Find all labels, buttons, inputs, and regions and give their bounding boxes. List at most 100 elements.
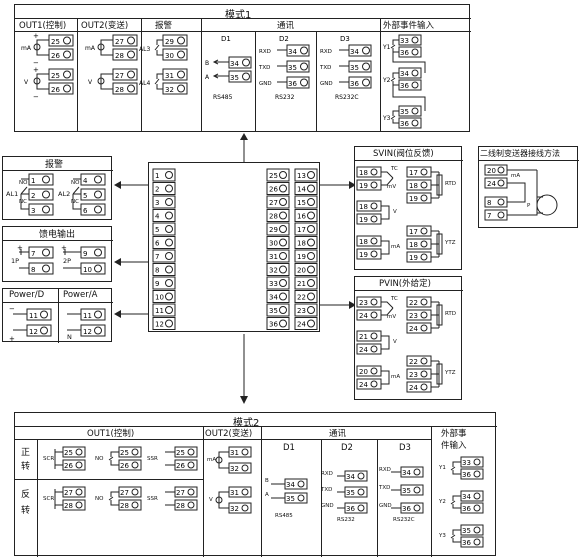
mode2-d3-txd-label: TXD (379, 485, 391, 491)
terminal-34: 34 (266, 290, 290, 303)
alarm-no-label-1: NO (19, 180, 28, 186)
mode2-y2-label: Y2 (439, 499, 446, 505)
terminal-9: 9 (152, 276, 176, 290)
mode1-d2-txd-label: TXD (258, 65, 270, 71)
svg-text:34: 34 (402, 469, 411, 477)
pvin-ytz-label: YTZ (445, 370, 456, 376)
svg-text:18: 18 (297, 240, 306, 248)
mode2-rs232c-label: RS232C (393, 517, 415, 523)
mode2-scr-label-1: SCR (43, 456, 55, 462)
mode1-y2-label: Y2 (382, 77, 391, 84)
svg-text:34: 34 (286, 481, 295, 489)
svg-text:33: 33 (269, 280, 278, 288)
mode2-d3-rxd-label: RXD (379, 467, 391, 473)
mode2-wiring: 25 26 25 26 25 26 27 28 27 28 27 28 31 3… (54, 446, 484, 548)
svg-text:30: 30 (165, 52, 174, 60)
terminal-25: 25 (266, 168, 290, 182)
two-wire-box: 二线制变送器接线方法 20 24 8 7 mA P (478, 146, 579, 228)
svg-text:28: 28 (115, 86, 124, 94)
mode2-no-label-2: NO (95, 496, 104, 502)
mode2-d2-rxd-label: RXD (321, 471, 333, 477)
svg-text:25: 25 (51, 38, 60, 46)
pvin-box: PVIN(外给定) 23 24 22 23 24 21 24 20 24 22 … (354, 276, 463, 400)
pvin-tc-label: TC (391, 296, 398, 302)
svg-text:35: 35 (462, 527, 471, 535)
svin-tc-label: TC (391, 166, 398, 172)
pvin-mv-label: mV (387, 314, 397, 320)
terminal-11: 11 (152, 303, 176, 317)
mode1-y3-label: Y3 (382, 115, 391, 122)
svg-text:4: 4 (83, 177, 88, 185)
svg-text:12: 12 (29, 328, 38, 336)
svg-text:35: 35 (269, 307, 278, 315)
svg-text:24: 24 (297, 321, 306, 329)
feed-output-box: 馈电输出 7 8 9 10 ++ 1P 2P (2, 226, 113, 282)
svg-text:25: 25 (269, 172, 278, 180)
central-terminals: 1234567891011122526272829303132333435361… (152, 168, 318, 330)
svg-text:6: 6 (83, 207, 88, 215)
power-d-title: Power/D (9, 290, 45, 300)
mode1-d1-terminals: 34 35 (212, 56, 252, 83)
mode1-title: 模式1 (225, 10, 252, 21)
svg-text:35: 35 (288, 64, 297, 72)
mode1-comm-header: 通讯 (277, 21, 295, 31)
terminal-14: 14 (294, 182, 318, 195)
mode2-d1-header: D1 (283, 443, 295, 453)
svg-text:28: 28 (64, 502, 73, 510)
svg-text:11: 11 (29, 312, 38, 320)
svg-text:36: 36 (400, 120, 409, 128)
svg-text:25: 25 (120, 449, 129, 457)
svg-text:−: − (33, 93, 39, 101)
alarm-al1-label: AL1 (6, 190, 19, 198)
power-a-title: Power/A (63, 290, 98, 300)
terminal-26: 26 (266, 182, 290, 195)
svg-text:22: 22 (409, 358, 418, 366)
mode1-rs232c-label: RS232C (335, 94, 359, 101)
svg-text:17: 17 (297, 226, 306, 234)
mode2-scr-label-2: SCR (43, 496, 55, 502)
svg-text:26: 26 (51, 52, 60, 60)
mode1-al4-label: AL4 (139, 80, 150, 87)
terminal-17: 17 (294, 222, 318, 236)
svg-text:23: 23 (409, 371, 418, 379)
svg-text:3: 3 (31, 207, 35, 215)
terminal-22: 22 (294, 290, 318, 303)
svg-text:8: 8 (155, 267, 159, 275)
svg-text:12: 12 (83, 328, 92, 336)
svg-text:26: 26 (51, 86, 60, 94)
svg-text:35: 35 (402, 487, 411, 495)
svg-text:5: 5 (155, 226, 159, 234)
terminal-6: 6 (152, 236, 176, 249)
alarm-box-wiring: 1 2 3 4 5 6 (20, 173, 106, 216)
svg-text:19: 19 (359, 216, 368, 224)
mode1-d3-terminals: 34 35 36 (339, 44, 372, 89)
mode2-ext-header-1: 外部事 (441, 429, 467, 439)
pvin-title: PVIN(外给定) (379, 279, 431, 289)
terminal-5: 5 (152, 222, 176, 236)
svg-text:36: 36 (400, 82, 409, 90)
mode1-alarm-header: 报警 (155, 21, 173, 31)
svg-text:15: 15 (297, 199, 306, 207)
feed-output-wiring: 7 8 9 10 ++ (17, 244, 106, 275)
power-wiring: 11 12 11 12 −+ (9, 305, 106, 343)
svg-text:36: 36 (288, 80, 297, 88)
svg-text:32: 32 (165, 86, 174, 94)
svg-text:5: 5 (83, 192, 87, 200)
svg-text:36: 36 (402, 505, 411, 513)
mode1-out1-header: OUT1(控制) (19, 21, 67, 31)
mode2-d1-b-label: B (265, 478, 269, 484)
mode2-ssr-label-1: SSR (147, 456, 158, 462)
svg-text:27: 27 (64, 489, 73, 497)
mode1-ext-terminals: 33 36 34 36 35 36 (390, 34, 426, 129)
svin-rtd-label: RTD (445, 181, 457, 187)
terminal-4: 4 (152, 209, 176, 222)
mode1-y1-label: Y1 (382, 44, 391, 51)
power-box: Power/D Power/A 11 12 11 12 −+ N (2, 288, 113, 343)
power-n-label: N (67, 333, 72, 341)
svg-text:−: − (33, 59, 39, 67)
mode2-ssr-label-2: SSR (147, 496, 158, 502)
mode1-ext-header: 外部事件输入 (383, 21, 435, 31)
svg-text:27: 27 (269, 199, 278, 207)
terminal-15: 15 (294, 195, 318, 209)
